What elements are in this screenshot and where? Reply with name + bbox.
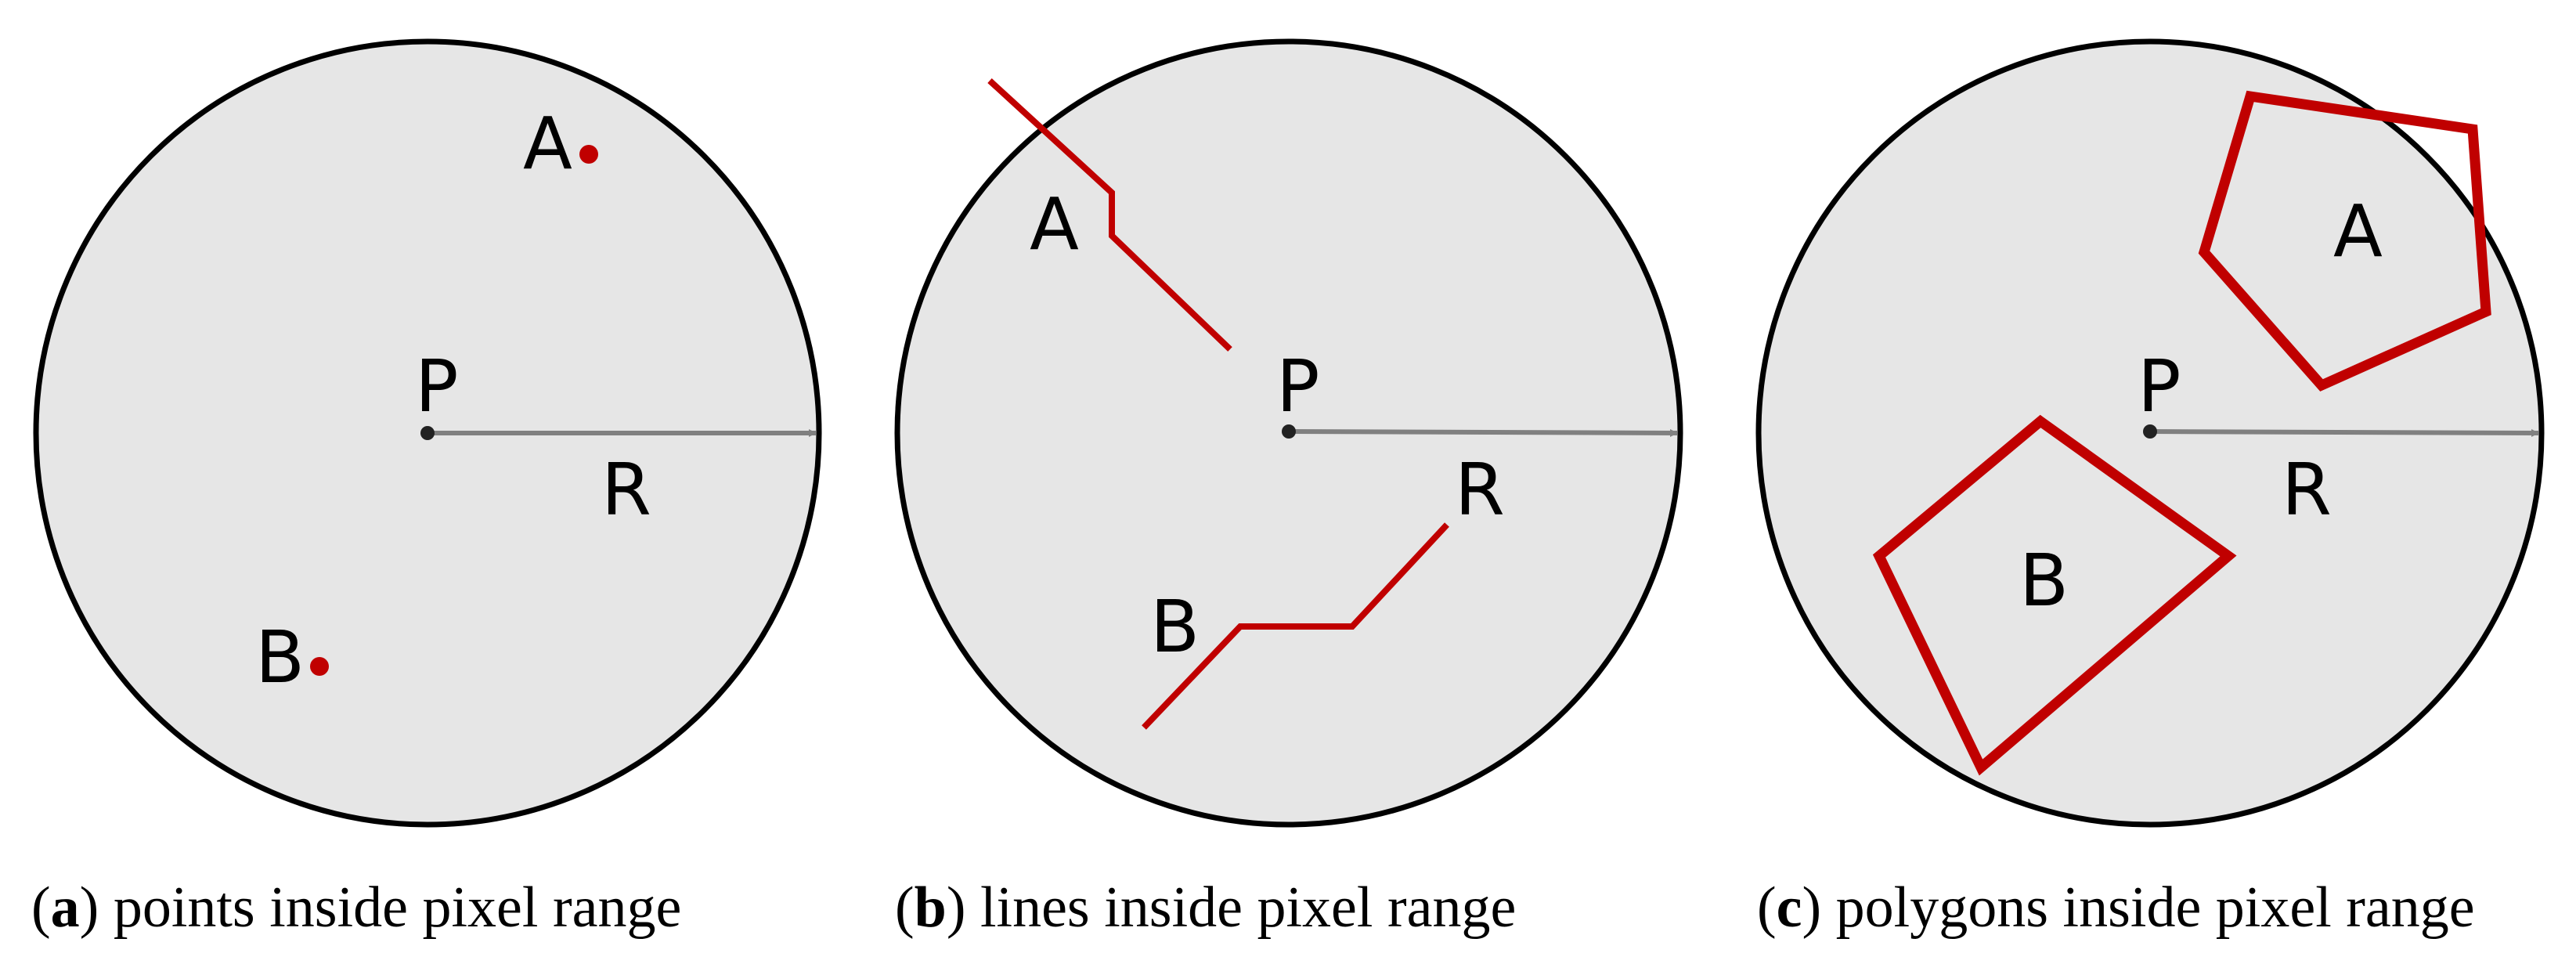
radius-label: R xyxy=(601,448,651,532)
feature-label-a: A xyxy=(2333,190,2383,273)
feature-polygon-a xyxy=(2198,90,2491,392)
feature-polygon-b xyxy=(1872,414,2237,776)
caption-c: (c) polygons inside pixel range xyxy=(1757,876,2475,940)
feature-point-a xyxy=(579,145,598,164)
radius-label: R xyxy=(2282,448,2332,532)
panel-a: P R A B (a) points inside pixel range xyxy=(31,38,822,940)
center-point xyxy=(420,426,435,440)
radius-arrow xyxy=(1288,428,1678,437)
feature-line-a xyxy=(987,78,1232,352)
feature-label-a: A xyxy=(1030,182,1079,266)
caption-text: polygons inside pixel range xyxy=(1821,876,2474,940)
caption-letter: b xyxy=(915,876,947,940)
caption-text: lines inside pixel range xyxy=(965,876,1516,940)
panel-b: P R A B (b) lines inside pixel range xyxy=(894,38,1683,940)
feature-point-b xyxy=(310,657,329,676)
feature-label-b: B xyxy=(2019,539,2069,623)
radius-arrow xyxy=(2149,428,2539,437)
caption-b: (b) lines inside pixel range xyxy=(895,876,1516,940)
center-label: P xyxy=(2138,345,2181,428)
caption-a: (a) points inside pixel range xyxy=(31,876,681,940)
feature-label-b: B xyxy=(255,616,305,699)
radius-label: R xyxy=(1455,448,1505,532)
panel-c: P R A B (c) polygons inside pixel range xyxy=(1755,38,2545,940)
center-point xyxy=(2143,424,2157,439)
center-label: P xyxy=(1276,345,1319,428)
feature-line-b xyxy=(1142,522,1449,730)
center-label: P xyxy=(415,345,458,428)
caption-text: points inside pixel range xyxy=(99,876,681,940)
caption-letter: c xyxy=(1777,876,1802,940)
feature-label-b: B xyxy=(1150,585,1200,669)
feature-label-a: A xyxy=(523,102,572,186)
center-point xyxy=(1282,424,1296,439)
caption-letter: a xyxy=(51,876,80,940)
